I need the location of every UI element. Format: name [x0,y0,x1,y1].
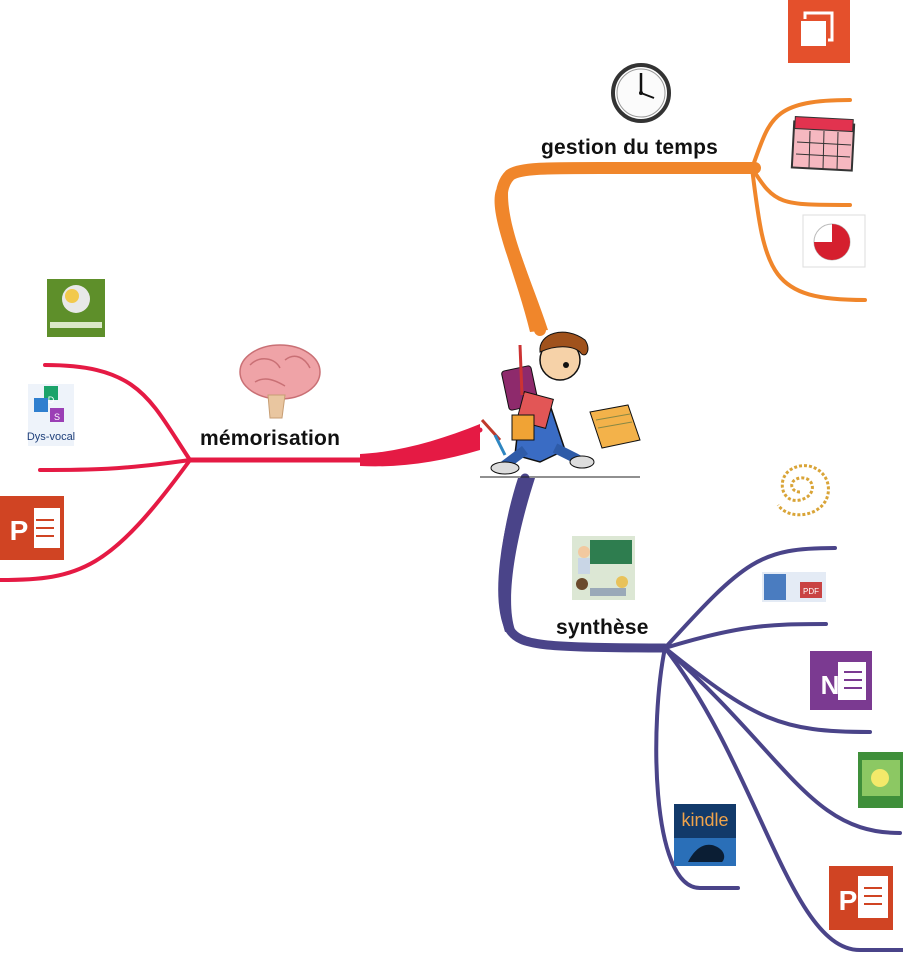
synthesis-trunk-taper [499,478,535,632]
kindle-label: kindle [681,810,728,830]
spiral-icon [776,464,830,517]
inspiration-software-icon [858,752,903,808]
svg-text:S: S [54,412,60,422]
brain-icon [239,344,321,419]
classroom-icon [572,536,635,600]
memory-sub-2 [38,458,192,472]
powerpoint-icon-left: P [0,496,64,560]
time-sub-2 [750,166,852,207]
office-square-icon [788,0,850,63]
calendar-icon [790,116,856,172]
time-sub-1 [750,98,852,170]
branch-label-memorisation: mémorisation [200,427,341,450]
kindle-icon: kindle [674,804,736,866]
synthesis-sub-6 [654,646,740,890]
powerpoint-icon-right: P [829,866,893,930]
powerpoint-right-letter: P [839,885,858,916]
clock-icon [611,63,671,123]
powerpoint-left-letter: P [10,515,29,546]
svg-text:PDF: PDF [803,587,819,596]
memory-trunk-taper [360,424,480,467]
timer-icon [802,214,866,268]
memory-sub-1 [43,363,192,462]
time-trunk-taper [494,178,548,332]
synthesis-sub-5 [663,646,903,952]
onenote-icon: N [810,651,872,710]
synthesis-sub-2 [663,622,828,650]
dys-vocal-label: Dys-vocal [27,431,75,443]
time-sub-3 [750,166,867,302]
branch-label-gestion-du-temps: gestion du temps [541,136,719,159]
mind-app-icon [47,279,105,337]
branch-label-synthese: synthèse [556,616,649,639]
synthesis-sub-1 [663,546,837,650]
student-central-image [480,331,641,478]
dys-vocal-icon: D S Dys-vocal [27,384,75,446]
svg-text:D: D [48,395,55,405]
memory-sub-3 [0,458,192,582]
synthesis-sub-4 [663,646,902,835]
synthesis-sub-3 [663,646,872,734]
pdf-tool-icon: PDF [762,572,826,602]
svg-text:N: N [821,670,840,700]
